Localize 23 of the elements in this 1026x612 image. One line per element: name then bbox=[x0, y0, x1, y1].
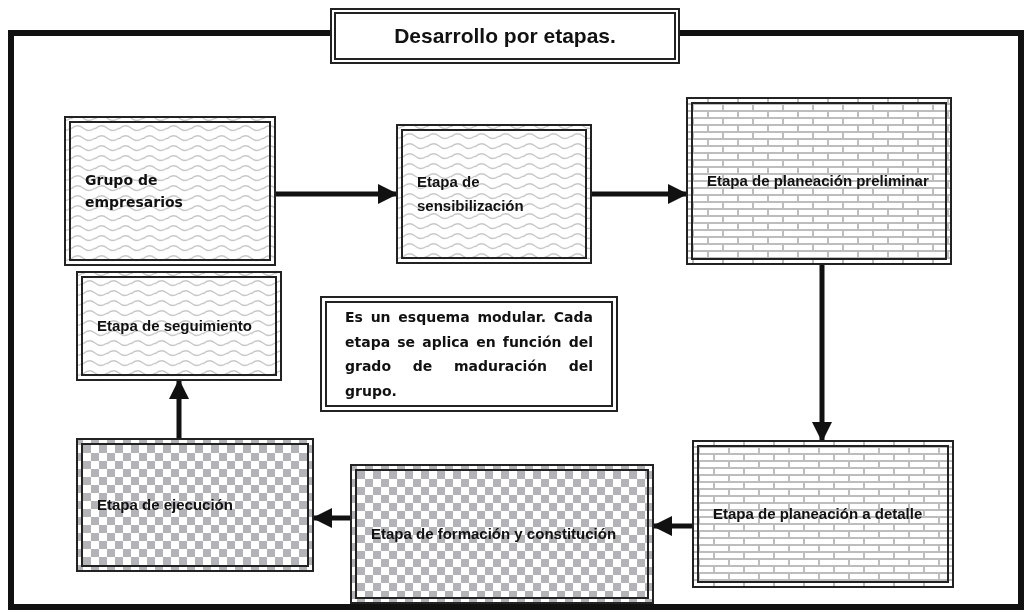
stage-label: Etapa de planeación preliminar bbox=[707, 171, 929, 191]
stage-box bbox=[76, 271, 282, 381]
stage-box bbox=[686, 97, 952, 265]
stage-box bbox=[692, 440, 954, 588]
stage-label: Etapa de ejecución bbox=[97, 495, 233, 515]
stage-box bbox=[76, 438, 314, 572]
title: Desarrollo por etapas. bbox=[394, 24, 616, 48]
arrow bbox=[169, 379, 189, 438]
stage-label: Etapa de formación y constitución bbox=[371, 524, 617, 544]
arrow bbox=[592, 184, 688, 204]
note-box bbox=[320, 296, 618, 412]
arrow bbox=[276, 184, 398, 204]
stage-box bbox=[64, 116, 276, 266]
stage-label: Etapa de sensibilización bbox=[417, 172, 525, 216]
stage-box bbox=[350, 464, 654, 604]
stage-label: Etapa de seguimiento bbox=[97, 316, 253, 336]
stage-box bbox=[396, 124, 592, 264]
arrow bbox=[812, 265, 832, 442]
arrow bbox=[652, 516, 692, 536]
note-text: Es un esquema modular. Cada etapa se aplica en función del grado de maduración del grupo. bbox=[345, 308, 593, 401]
arrow bbox=[312, 508, 350, 528]
stage-label: Etapa de planeación a detalle bbox=[713, 504, 923, 524]
stage-label: Grupo de empresarios bbox=[85, 170, 184, 212]
